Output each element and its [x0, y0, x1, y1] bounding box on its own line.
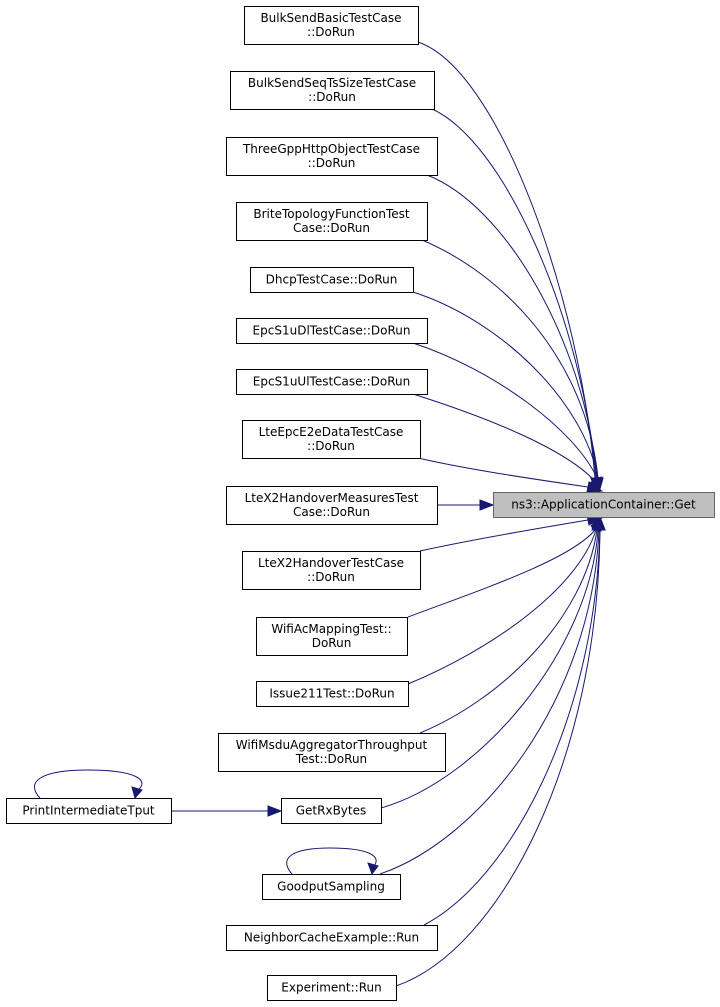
caller-node-goodput[interactable]: GoodputSampling — [262, 874, 401, 900]
caller-node-x2-handover[interactable]: LteX2HandoverTestCase::DoRun — [242, 551, 421, 590]
arrowhead — [479, 499, 495, 511]
node-label-line: GoodputSampling — [277, 880, 385, 894]
edge-threegpp-to-get — [426, 174, 603, 494]
caller-node-getrx[interactable]: GetRxBytes — [281, 798, 382, 824]
node-label-line: Case::DoRun — [293, 221, 370, 235]
node-label-line: GetRxBytes — [296, 804, 367, 818]
node-label-line: WifiMsduAggregatorThroughput — [236, 738, 428, 752]
edge-print_tput-to-getrx — [171, 805, 283, 817]
node-label-line: WifiAcMappingTest:: — [271, 622, 391, 636]
node-label-line: LteEpcE2eDataTestCase — [259, 425, 404, 439]
node-label-line: ::DoRun — [307, 439, 355, 453]
node-label-line: PrintIntermediateTput — [22, 804, 155, 818]
node-label-line: ::DoRun — [307, 25, 355, 39]
node-label-line: DhcpTestCase::DoRun — [266, 273, 398, 287]
edge-experiment-to-get — [395, 515, 606, 987]
edge-wifi_msdu-to-get — [419, 515, 603, 734]
node-label-line: Experiment::Run — [281, 981, 381, 995]
node-label-line: Issue211Test::DoRun — [269, 687, 394, 701]
node-label-line: LteX2HandoverTestCase — [258, 556, 404, 570]
edge-x2_handover-to-get — [419, 514, 604, 552]
caller-node-lte-e2e[interactable]: LteEpcE2eDataTestCase::DoRun — [242, 420, 421, 459]
caller-node-print-tput[interactable]: PrintIntermediateTput — [6, 798, 172, 824]
edge-neighbor-to-get — [423, 515, 606, 926]
caller-node-dhcp[interactable]: DhcpTestCase::DoRun — [250, 267, 414, 293]
caller-node-bulk-seq[interactable]: BulkSendSeqTsSizeTestCase::DoRun — [230, 71, 435, 110]
edge-brite-to-get — [421, 239, 604, 494]
target-node-get[interactable]: ns3::ApplicationContainer::Get — [493, 492, 715, 518]
node-label-line: EpcS1uDlTestCase::DoRun — [253, 324, 411, 338]
arrowhead — [594, 515, 606, 531]
caller-node-neighbor[interactable]: NeighborCacheExample::Run — [226, 925, 438, 951]
caller-node-epc-ul[interactable]: EpcS1uUlTestCase::DoRun — [236, 369, 428, 395]
node-label-line: DoRun — [312, 636, 352, 650]
caller-node-wifi-ac[interactable]: WifiAcMappingTest::DoRun — [256, 617, 408, 656]
edge-epc_ul-to-get — [412, 393, 601, 494]
caller-node-experiment[interactable]: Experiment::Run — [267, 975, 397, 1001]
node-label-line: ::DoRun — [308, 156, 356, 170]
arrowhead — [367, 862, 379, 876]
node-label-line: ns3::ApplicationContainer::Get — [511, 498, 696, 512]
caller-node-bulk-basic[interactable]: BulkSendBasicTestCase::DoRun — [244, 6, 419, 45]
node-label-line: BulkSendSeqTsSizeTestCase — [248, 76, 416, 90]
edge-print_tput-to-print_tput — [34, 769, 143, 800]
node-label-line: Case::DoRun — [293, 505, 370, 519]
edge-dhcp-to-get — [412, 291, 604, 494]
caller-node-epc-dl[interactable]: EpcS1uDlTestCase::DoRun — [236, 318, 428, 344]
node-label-line: ThreeGppHttpObjectTestCase — [242, 142, 420, 156]
caller-node-issue211[interactable]: Issue211Test::DoRun — [256, 681, 409, 707]
node-label-line: Test::DoRun — [295, 752, 367, 766]
node-label-line: EpcS1uUlTestCase::DoRun — [253, 375, 410, 389]
arrowhead — [586, 481, 604, 493]
node-label-line: LteX2HandoverMeasuresTest — [245, 491, 419, 505]
edge-lte_e2e-to-get — [417, 457, 604, 493]
edge-bulk_basic-to-get — [417, 41, 602, 494]
node-label-line: BulkSendBasicTestCase — [260, 11, 401, 25]
node-label-line: BriteTopologyFunctionTest — [253, 207, 410, 221]
edge-x2_measures-to-get — [437, 499, 495, 511]
arrowhead — [267, 805, 283, 817]
node-label-line: ::DoRun — [308, 90, 356, 104]
edge-goodput-to-goodput — [286, 847, 379, 876]
arrowhead — [131, 786, 143, 800]
node-label-line: ::DoRun — [307, 570, 355, 584]
node-label-line: NeighborCacheExample::Run — [244, 931, 419, 945]
caller-node-threegpp[interactable]: ThreeGppHttpObjectTestCase::DoRun — [226, 137, 438, 176]
